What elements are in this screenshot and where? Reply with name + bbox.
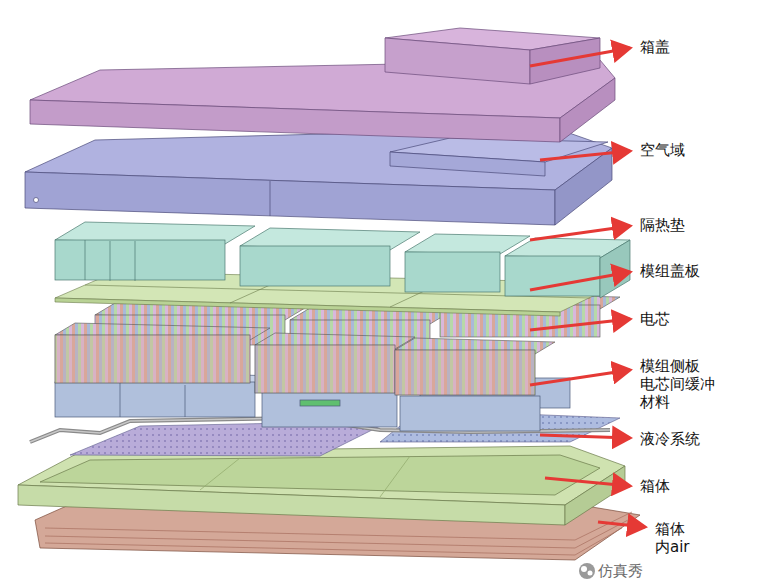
leader-arrow	[530, 319, 630, 330]
part-label: 隔热垫	[640, 216, 685, 234]
part-label: 液冷系统	[640, 430, 700, 448]
part-label: 箱体	[640, 477, 670, 495]
part-label: 箱体 内air	[655, 520, 706, 556]
air-domain	[25, 128, 612, 225]
lid	[30, 28, 615, 142]
leader-arrow	[540, 435, 630, 438]
tray	[18, 446, 625, 525]
leader-arrow	[598, 522, 645, 527]
callout-arrows	[530, 48, 645, 527]
part-label: 模组侧板 电芯间缓冲 材料	[640, 357, 730, 411]
leader-arrow	[540, 151, 630, 160]
part-label: 箱盖	[640, 38, 670, 56]
watermark-icon	[579, 563, 595, 579]
part-label: 模组盖板	[640, 262, 700, 280]
leader-arrow	[545, 478, 630, 486]
leader-arrow	[530, 48, 630, 66]
leader-arrow	[530, 272, 630, 290]
thermal-pads	[55, 222, 630, 298]
watermark: 仿真秀	[598, 562, 643, 580]
leader-arrow	[530, 370, 630, 385]
part-label: 电芯	[640, 310, 670, 328]
part-label: 空气域	[640, 141, 685, 159]
leader-arrow	[530, 226, 630, 240]
